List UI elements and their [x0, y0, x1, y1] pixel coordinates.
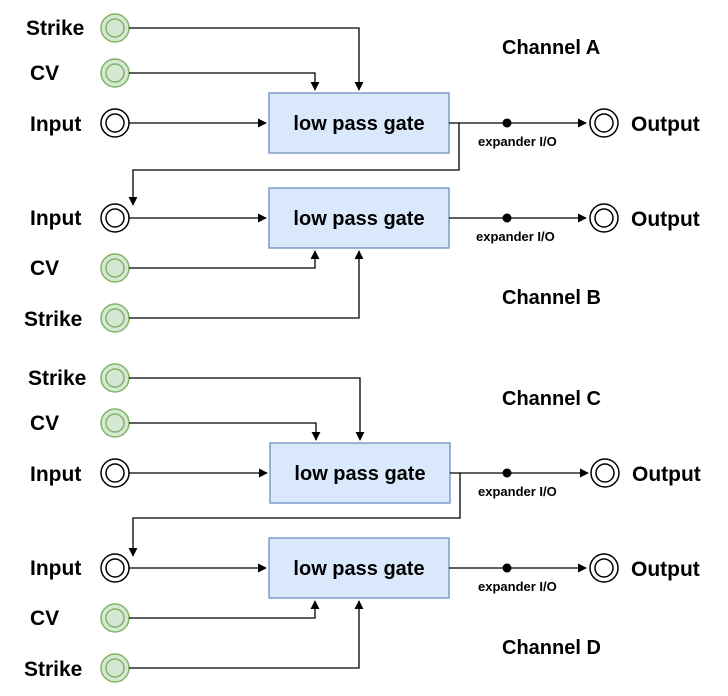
cv-wire — [129, 72, 320, 91]
cv-jack[interactable] — [100, 58, 130, 88]
cv-jack[interactable] — [100, 253, 130, 283]
input-label: Input — [30, 207, 81, 230]
strike-jack[interactable] — [100, 303, 130, 333]
output-label: Output — [632, 463, 701, 486]
channel-d: Input CV Strike Channel D low pass gate … — [24, 537, 700, 683]
input-jack[interactable] — [100, 108, 130, 138]
low-pass-gate-box — [269, 442, 451, 504]
channel-c: Strike CV Input Channel C low pass gate … — [28, 363, 701, 557]
normal-wire-to-channel-d — [128, 473, 461, 557]
low-pass-gate-box — [268, 537, 450, 599]
cv-jack[interactable] — [100, 408, 130, 438]
channel-a: Strike CV Input Channel A low pass gate … — [26, 13, 700, 206]
output-jack[interactable] — [590, 458, 620, 488]
input-label: Input — [30, 463, 81, 486]
low-pass-gate-label: low pass gate — [293, 558, 424, 580]
channel-title: Channel A — [502, 37, 600, 59]
low-pass-gate-label: low pass gate — [293, 208, 424, 230]
expander-label: expander I/O — [476, 229, 555, 244]
cv-wire — [129, 250, 320, 269]
output-jack[interactable] — [589, 553, 619, 583]
strike-jack[interactable] — [100, 653, 130, 683]
low-pass-gate-label: low pass gate — [293, 113, 424, 135]
output-label: Output — [631, 208, 700, 231]
output-jack[interactable] — [589, 203, 619, 233]
low-pass-gate-label: low pass gate — [294, 463, 425, 485]
input-jack[interactable] — [100, 458, 130, 488]
cv-wire — [129, 422, 321, 441]
input-jack[interactable] — [100, 203, 130, 233]
strike-wire — [129, 600, 364, 669]
output-label: Output — [631, 113, 700, 136]
input-jack[interactable] — [100, 553, 130, 583]
strike-wire — [129, 377, 365, 441]
cv-label: CV — [30, 257, 59, 280]
strike-jack[interactable] — [100, 13, 130, 43]
expander-label: expander I/O — [478, 484, 557, 499]
strike-label: Strike — [24, 308, 82, 331]
expander-label: expander I/O — [478, 134, 557, 149]
low-pass-gate-box — [268, 187, 450, 249]
output-jack[interactable] — [589, 108, 619, 138]
expander-label: expander I/O — [478, 579, 557, 594]
input-label: Input — [30, 113, 81, 136]
input-label: Input — [30, 557, 81, 580]
channel-title: Channel D — [502, 637, 601, 659]
normal-wire-to-channel-b — [128, 123, 460, 206]
cv-wire — [129, 600, 320, 619]
strike-wire — [129, 27, 364, 91]
strike-label: Strike — [26, 17, 84, 40]
strike-label: Strike — [28, 367, 86, 390]
cv-label: CV — [30, 412, 59, 435]
output-label: Output — [631, 558, 700, 581]
strike-label: Strike — [24, 658, 82, 681]
channel-b: Input CV Strike Channel B low pass gate … — [24, 187, 700, 333]
cv-label: CV — [30, 62, 59, 85]
cv-label: CV — [30, 607, 59, 630]
channel-title: Channel B — [502, 287, 601, 309]
strike-wire — [129, 250, 364, 319]
strike-jack[interactable] — [100, 363, 130, 393]
cv-jack[interactable] — [100, 603, 130, 633]
channel-title: Channel C — [502, 388, 601, 410]
